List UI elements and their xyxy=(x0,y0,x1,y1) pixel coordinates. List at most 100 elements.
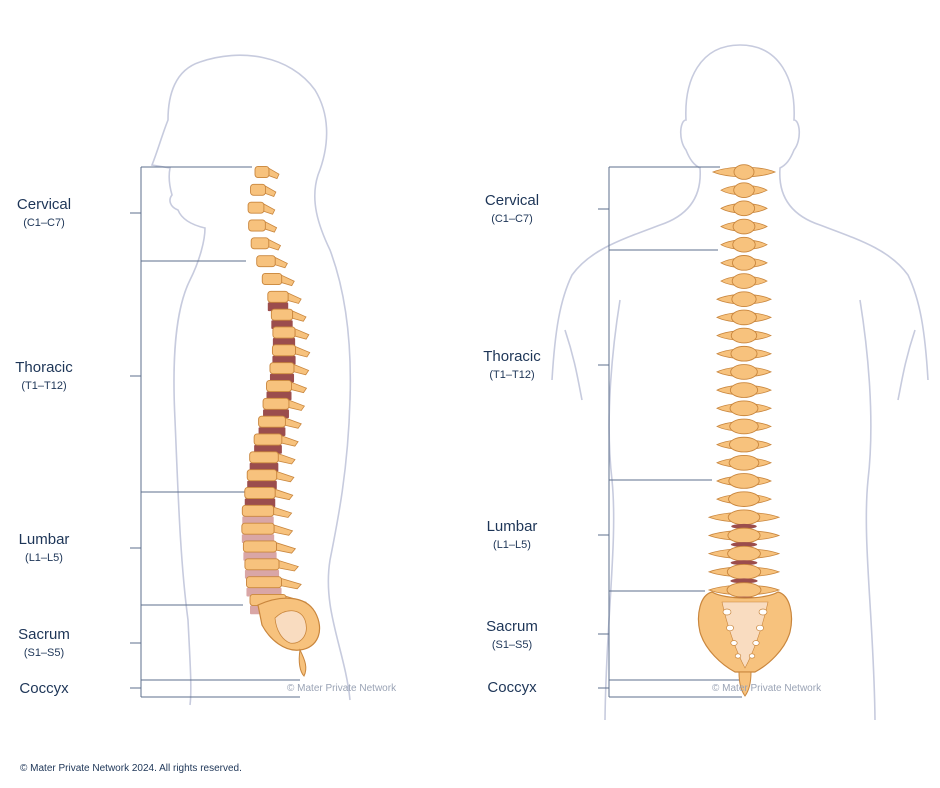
vertebra xyxy=(726,564,762,580)
spinous-process xyxy=(292,310,307,322)
vertebra xyxy=(728,454,760,471)
spinous-process xyxy=(273,524,294,536)
vertebra xyxy=(732,200,756,217)
vertebra-body xyxy=(253,433,283,446)
region-range: (L1–L5) xyxy=(493,539,531,551)
region-name: Thoracic xyxy=(15,359,73,376)
vertebra-body xyxy=(272,326,296,339)
spinous-process xyxy=(274,488,294,501)
vertebra xyxy=(733,182,755,198)
vertebra xyxy=(731,273,757,289)
left-label-lumbar: Lumbar (L1–L5) xyxy=(0,531,88,565)
vertebra xyxy=(732,218,756,235)
region-name: Lumbar xyxy=(18,531,70,548)
spinous-process xyxy=(281,577,302,590)
vertebra-body xyxy=(271,344,297,357)
copyright-notice: © Mater Private Network 2024. All rights… xyxy=(20,763,242,774)
region-range: (T1–T12) xyxy=(489,369,535,381)
left-label-thoracic: Thoracic (T1–T12) xyxy=(0,359,88,393)
vertebra-body xyxy=(246,469,278,482)
right-label-lumbar: Lumbar (L1–L5) xyxy=(468,518,556,552)
spinous-process xyxy=(277,453,296,465)
vertebra-body xyxy=(266,380,292,392)
spinous-process xyxy=(273,506,293,518)
vertebra xyxy=(730,345,758,362)
side-profile-silhouette xyxy=(150,54,352,706)
vertebra xyxy=(727,545,761,562)
region-range: (C1–C7) xyxy=(23,217,65,229)
back-sacrum xyxy=(697,591,793,697)
spinous-process xyxy=(268,167,280,180)
vertebra-body xyxy=(244,487,276,499)
spinous-process xyxy=(295,346,311,358)
vertebra xyxy=(729,382,759,398)
region-name: Cervical xyxy=(484,192,540,209)
vertebra-body xyxy=(241,504,275,517)
vertebra xyxy=(728,491,760,507)
region-range: (S1–S5) xyxy=(23,647,65,659)
region-name: Cervical xyxy=(16,196,72,213)
vertebra-body xyxy=(270,308,294,321)
intervertebral-disc xyxy=(731,523,757,529)
left-label-sacrum: Sacrum (S1–S5) xyxy=(0,626,88,660)
spinous-process xyxy=(281,435,299,447)
region-name: Coccyx xyxy=(487,679,537,696)
region-name: Sacrum xyxy=(18,626,70,643)
spinous-process xyxy=(288,399,305,411)
spinous-process xyxy=(264,221,278,233)
vertebra-body xyxy=(244,558,280,571)
left-bracket xyxy=(130,166,300,698)
vertebra xyxy=(727,527,761,544)
vertebra xyxy=(729,418,759,435)
spinous-process xyxy=(293,363,310,376)
vertebra xyxy=(730,364,758,380)
left-label-coccyx: Coccyx xyxy=(0,680,88,698)
vertebra xyxy=(729,400,759,417)
region-name: Thoracic xyxy=(483,348,541,365)
region-range: (T1–T12) xyxy=(21,380,67,392)
region-name: Sacrum xyxy=(486,618,538,635)
spinous-process xyxy=(276,542,297,554)
vertebra-body xyxy=(248,219,266,232)
spinous-process xyxy=(281,274,295,287)
side-sacrum xyxy=(257,597,321,677)
vertebra xyxy=(731,309,757,326)
right-label-thoracic: Thoracic (T1–T12) xyxy=(468,348,556,382)
intervertebral-disc xyxy=(730,560,758,566)
vertebra xyxy=(730,327,758,344)
vertebra xyxy=(732,255,756,271)
intervertebral-disc xyxy=(730,542,758,548)
vertebra-body xyxy=(249,451,279,464)
vertebra-body xyxy=(256,255,276,268)
vertebra xyxy=(732,236,756,253)
spinous-process xyxy=(287,292,302,304)
vertebra-body xyxy=(246,576,282,589)
spinous-process xyxy=(285,417,302,429)
vertebra-body xyxy=(262,397,290,410)
spinous-process xyxy=(294,328,310,340)
left-watermark: © Mater Private Network xyxy=(287,683,397,694)
region-range: (S1–S5) xyxy=(491,639,533,651)
vertebra-body xyxy=(241,522,275,535)
vertebra-body xyxy=(250,183,266,196)
region-name: Coccyx xyxy=(19,680,69,697)
vertebra-body xyxy=(267,290,289,303)
vertebra xyxy=(728,436,760,453)
vertebra xyxy=(733,164,755,180)
vertebra-body xyxy=(258,415,286,428)
spinous-process xyxy=(276,470,295,483)
vertebra-body xyxy=(254,166,270,178)
right-watermark: © Mater Private Network xyxy=(712,683,822,694)
spinous-process xyxy=(278,560,299,572)
spinous-process xyxy=(263,203,276,215)
intervertebral-disc xyxy=(730,578,758,584)
region-name: Lumbar xyxy=(486,518,538,535)
region-range: (L1–L5) xyxy=(25,552,63,564)
vertebra xyxy=(728,473,760,489)
side-spine xyxy=(241,166,311,615)
back-spine xyxy=(707,164,781,602)
vertebra-body xyxy=(247,201,265,214)
left-label-cervical: Cervical (C1–C7) xyxy=(0,196,88,230)
vertebra xyxy=(726,582,762,598)
